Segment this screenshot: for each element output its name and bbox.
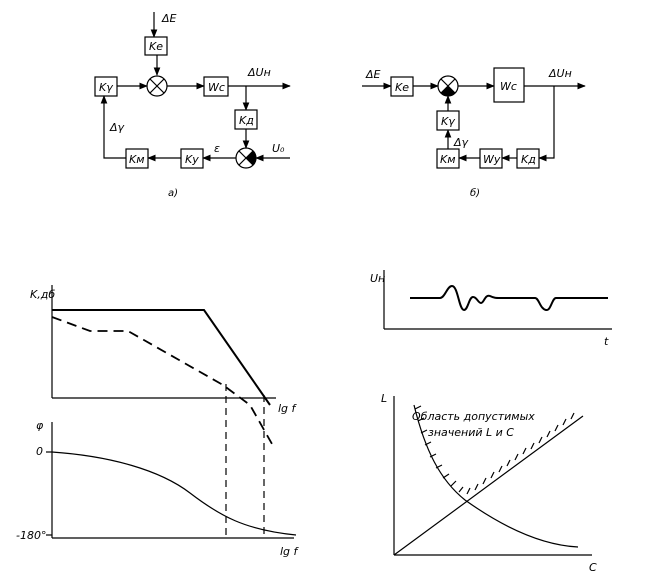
block-k-m-b-label: Kм [440,153,456,166]
km-to-kgamma-line-a [100,95,126,159]
lc-region-label-line1: Область допустимых [412,410,535,423]
block-k-gamma-b-label: Kγ [441,115,455,128]
sum-filled-sector-b [441,86,455,96]
voltage-time-plot: Uн t [370,270,612,348]
voltage-xlabel: t [604,335,609,348]
block-w-c-b-label: Wс [500,80,517,93]
delta-gamma-label-a: Δγ [109,121,125,134]
delta-gamma-label-b: Δγ [453,136,469,149]
bode-phase-plot: φ 0 -180° lg f [16,384,300,558]
amp-ylabel: K,дб [30,288,55,301]
phase-curve [51,451,297,536]
phase-ylabel: φ [36,419,44,432]
lc-region-label-line2: значений L и C [428,426,514,439]
delta-u-label-a: ΔUн [247,66,271,79]
lc-ylabel: L [381,392,387,405]
block-w-c-a-label: Wс [208,81,225,94]
delta-e-label-b: ΔE [365,68,381,81]
sum1-cross-2-a [149,78,165,94]
phase-tick-zero: 0 [36,445,43,458]
block-k-d-b-label: Kд [521,153,536,166]
lc-boundary-curve [413,404,579,548]
phase-xlabel: lg f [280,545,300,558]
amp-asymptote-curve [52,309,271,406]
phase-tick-min: -180° [16,529,46,542]
epsilon-label-a: ε [214,142,220,155]
block-k-d-a-label: Kд [239,114,254,127]
delta-e-label-a: ΔE [161,12,177,25]
block-k-gamma-a-label: Kγ [99,81,113,94]
u0-label-a: U₀ [272,142,285,155]
sum2-cross-2-a [238,150,254,166]
block-k-m-a-label: Kм [129,153,145,166]
caption-b: б) [470,187,480,199]
amp-xlabel: lg f [278,402,298,415]
sum-cross-2-b [440,78,456,94]
lc-region-hatching [414,405,575,495]
delta-u-label-b: ΔUн [548,67,572,80]
sum2-filled-sector-a [246,151,256,165]
block-diagram-b: ΔE Kе Wс ΔUн Kд Wу Kм Δγ Kγ б) [362,67,586,199]
lc-boundary-line [393,415,584,556]
feedback-down-line-b [538,86,555,162]
caption-a: а) [168,188,178,199]
block-w-y-b-label: Wу [483,153,501,166]
block-k-e-a-label: Kе [149,40,163,53]
voltage-ylabel: Uн [370,272,385,285]
amp-actual-curve [51,316,273,445]
lc-region-plot: L C Область допустимых значений L и C [381,392,597,574]
block-k-e-b-label: Kе [395,81,409,94]
lc-xlabel: C [589,561,597,574]
block-k-y-a-label: Kу [185,153,199,166]
block-w-c-b [493,67,525,103]
block-k-e-a [144,36,168,56]
block-diagram-a: ΔE Kе Kγ Wс ΔUн Kд U₀ ε Kу [94,12,291,199]
bode-amplitude-plot: K,дб lg f [30,285,298,445]
voltage-signal-curve [410,284,608,312]
